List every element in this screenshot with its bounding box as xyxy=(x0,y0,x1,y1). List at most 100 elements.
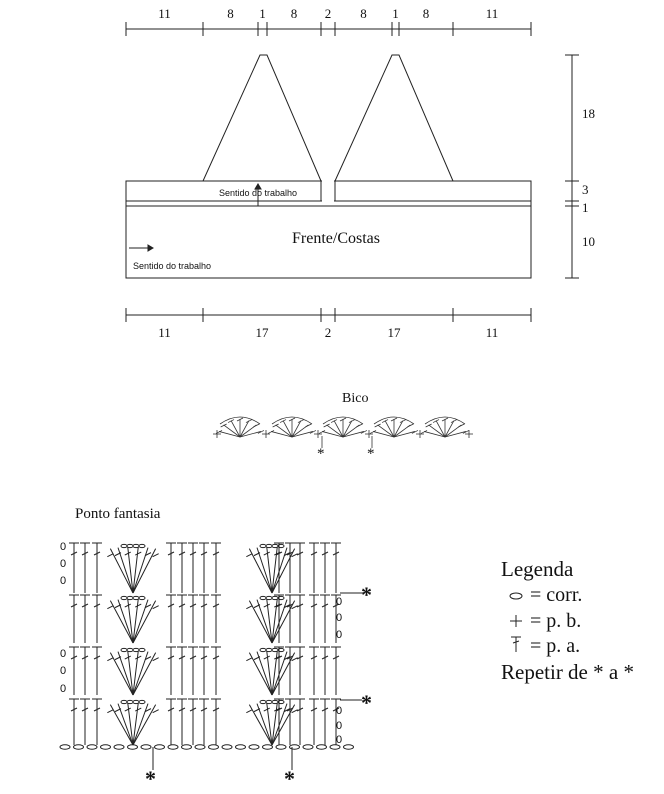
double-crochet-stitch xyxy=(274,542,284,593)
bottom-dimension-value: 17 xyxy=(255,325,269,340)
direction-label-lower: Sentido do trabalho xyxy=(133,261,212,271)
double-crochet-stitch xyxy=(309,698,319,745)
top-dimension-value: 8 xyxy=(227,6,234,21)
right-dimension-line xyxy=(565,54,579,279)
chain-zero: 0 xyxy=(336,612,343,624)
bottom-dimension-value: 11 xyxy=(485,325,499,340)
legend-item-double: = p. a. xyxy=(530,635,581,657)
double-crochet-stitch xyxy=(199,542,209,593)
ponto-fantasia-chart xyxy=(59,542,362,770)
bico-shell xyxy=(215,416,265,438)
ponto-star-bottom-1: * xyxy=(145,766,156,791)
shell-fan xyxy=(107,647,159,696)
double-crochet-stitch xyxy=(69,542,79,593)
chain-zero: 0 xyxy=(60,541,67,553)
top-dimension-value: 11 xyxy=(485,6,499,21)
chain-zero: 0 xyxy=(60,683,67,695)
chain-zero: 0 xyxy=(336,629,343,641)
base-chain xyxy=(194,744,206,750)
panel-label: Frente/Costas xyxy=(292,230,380,247)
bico-shell xyxy=(420,416,470,438)
double-crochet-stitch xyxy=(320,594,330,643)
top-dimension-value: 2 xyxy=(324,6,332,21)
double-crochet-stitch xyxy=(199,646,209,695)
double-crochet-stitch xyxy=(274,698,284,745)
plus-icon xyxy=(510,615,522,627)
shell-fan xyxy=(246,543,298,594)
direction-label-upper: Sentido do trabalho xyxy=(219,188,298,198)
top-dimension-line xyxy=(125,22,532,36)
chain-zero: 0 xyxy=(336,734,343,746)
bottom-dimension-line xyxy=(125,308,532,322)
chain-zero: 0 xyxy=(336,705,343,717)
shell-fan xyxy=(246,647,298,696)
arrow-up-head xyxy=(254,183,262,190)
base-chain xyxy=(127,744,138,750)
double-crochet-stitch xyxy=(166,542,176,593)
top-dimension-value: 1 xyxy=(392,6,399,21)
double-crochet-stitch xyxy=(274,594,284,643)
double-crochet-stitch xyxy=(92,542,102,593)
top-dimension-value: 1 xyxy=(259,6,266,21)
bottom-dimension-value: 17 xyxy=(387,325,401,340)
double-crochet-stitch xyxy=(331,698,341,745)
base-chain xyxy=(167,744,179,750)
top-dimension-value: 8 xyxy=(360,6,367,21)
base-chain xyxy=(181,744,192,750)
shell-fan xyxy=(246,699,298,746)
double-crochet-stitch xyxy=(331,542,341,593)
double-crochet-stitch xyxy=(295,542,305,593)
double-crochet-stitch xyxy=(211,542,221,593)
base-chain xyxy=(113,744,125,750)
double-crochet-icon xyxy=(511,636,521,652)
base-chain xyxy=(289,744,300,750)
chain-zero: 0 xyxy=(60,665,67,677)
double-crochet-stitch xyxy=(166,646,176,695)
top-dimension-value: 11 xyxy=(158,6,171,21)
double-crochet-stitch xyxy=(309,594,319,643)
chain-zero: 0 xyxy=(60,558,67,570)
chain-zero: 0 xyxy=(60,648,67,660)
base-chain xyxy=(235,744,246,750)
right-dimension-value: 10 xyxy=(582,234,595,249)
double-crochet-stitch xyxy=(177,594,187,643)
base-chain xyxy=(275,744,287,750)
shell-fan xyxy=(107,699,159,746)
chain-oval-icon xyxy=(509,592,523,600)
double-crochet-stitch xyxy=(177,542,187,593)
double-crochet-stitch xyxy=(69,646,79,695)
base-chain xyxy=(221,744,233,750)
right-dimension-value: 3 xyxy=(582,182,589,197)
double-crochet-stitch xyxy=(320,646,330,695)
base-chain xyxy=(302,744,314,750)
bottom-dimension-value: 2 xyxy=(324,325,332,340)
double-crochet-stitch xyxy=(320,698,330,745)
double-crochet-stitch xyxy=(92,698,102,745)
base-chain xyxy=(73,744,84,750)
double-crochet-stitch xyxy=(295,698,305,745)
bottom-dimension-value: 11 xyxy=(158,325,171,340)
double-crochet-stitch xyxy=(285,594,295,643)
double-crochet-stitch xyxy=(166,594,176,643)
double-crochet-stitch xyxy=(295,646,305,695)
double-crochet-stitch xyxy=(188,542,198,593)
double-crochet-stitch xyxy=(92,646,102,695)
shell-fan xyxy=(246,595,298,644)
base-chain xyxy=(208,744,219,750)
double-crochet-stitch xyxy=(92,594,102,643)
base-chain xyxy=(316,744,327,750)
legend-item-single: = p. b. xyxy=(530,610,582,632)
base-chain xyxy=(248,744,260,750)
double-crochet-stitch xyxy=(211,646,221,695)
right-dimension-value: 1 xyxy=(582,200,589,215)
double-crochet-stitch xyxy=(199,698,209,745)
double-crochet-stitch xyxy=(211,698,221,745)
base-chain xyxy=(343,744,354,750)
double-crochet-stitch xyxy=(80,594,90,643)
bico-plus xyxy=(365,430,373,438)
double-crochet-stitch xyxy=(177,698,187,745)
shell-fan xyxy=(107,595,159,644)
legend-item-chain: = corr. xyxy=(530,584,583,606)
double-crochet-stitch xyxy=(80,542,90,593)
ponto-star-right-1: * xyxy=(361,582,372,607)
